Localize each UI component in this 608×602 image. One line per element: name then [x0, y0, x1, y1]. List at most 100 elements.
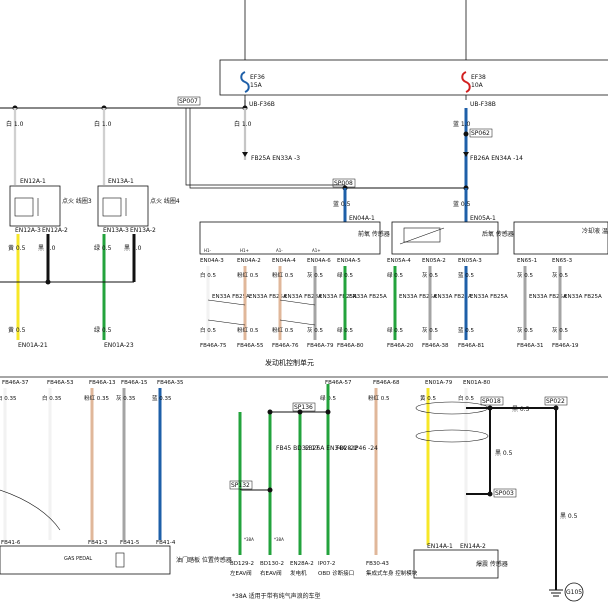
sensor-pin-4: EN04A-6	[307, 258, 331, 264]
wire-spec-blue05-a: 蓝 0.5	[333, 200, 351, 208]
ecu-top-code-9: EN33A FB25A	[529, 294, 567, 300]
wire-spec-y05-b: 黄 0.5	[8, 326, 26, 334]
twist-mark-1-0	[279, 299, 316, 306]
ecu-top-wire-spec-b-3: 粉红 0.5	[272, 326, 294, 334]
svg-text:A1-: A1-	[276, 248, 283, 253]
sensor-front-top-pin: EN04A-1	[349, 215, 375, 222]
ecu-top-wire-spec-6: 绿 0.5	[387, 271, 403, 279]
wire-spec-b10-b: 黑 1.0	[124, 245, 142, 252]
ignition-coil-3: 白 1.0 EN12A-1 点火 线圈3 EN12A-3 EN12A-2 黄 0…	[6, 108, 92, 349]
ecu-top-wire-spec-b-10: 灰 0.5	[552, 326, 568, 334]
splice-sp003: SP003	[495, 490, 514, 497]
splice-sp132: SP132	[231, 482, 250, 489]
coolant-temp-sensor-3: 冷却液 温度 传感器3	[513, 221, 608, 255]
ecu-bottom-spec-7: 粉红 0.5	[368, 394, 390, 402]
ecu-top-wire-spec-1: 白 0.5	[200, 271, 216, 279]
wire-spec-b10-a: 黑 1.0	[38, 245, 56, 252]
splice-sp022: SP022	[546, 398, 565, 405]
ecu-top-code-7: EN33A FB25A	[434, 294, 472, 300]
ground-g105: G105	[566, 589, 582, 596]
fuse-ef38-symbol	[461, 71, 471, 93]
ecu-top-wire-spec-3: 粉红 0.5	[272, 271, 294, 279]
splice-sp008: SP008	[334, 180, 353, 187]
device-name-4: OBD 诊断接口	[318, 569, 354, 577]
sensor-pin-9: EN65-1	[517, 258, 537, 264]
fuse-box: EF36 15A EF38 10A UB-F36B UB-F38B	[219, 0, 608, 108]
ecu-bottom-pin-5: FB46A-35	[157, 380, 184, 386]
wire-spec-w10-b: 白 1.0	[6, 120, 24, 128]
ecu-top-code-8: EN33A FB25A	[470, 294, 508, 300]
ecu-top-pin-8: FB46A-81	[458, 343, 485, 349]
ecu-bottom-pin-4: FB46A-15	[121, 380, 148, 386]
twist-mark-0-0	[207, 299, 246, 306]
ecu-top-pin-7: FB46A-38	[422, 343, 449, 349]
ecu-top-pin-9: FB46A-31	[517, 343, 544, 349]
ecu-top-wire-spec-9: 灰 0.5	[517, 271, 533, 279]
coil4-bottom-pin: EN01A-23	[104, 342, 134, 349]
ignition-coil-4: 白 1.0 EN13A-1 点火 线圈4 EN13A-3 EN13A-2 绿 0…	[94, 108, 180, 349]
ecu-top-wire-spec-4: 灰 0.5	[307, 271, 323, 279]
fuse-ef36-id: EF36	[250, 74, 265, 81]
coil3-pin-a: EN12A-3	[15, 227, 41, 234]
fuse-ef36-symbol	[240, 71, 250, 93]
ecu-bottom-pin-9: EN01A-80	[463, 380, 491, 386]
ecu-top-wire-spec-b-8: 蓝 0.5	[458, 326, 474, 334]
ecu-bottom-spec-2: 白 0.35	[42, 394, 62, 402]
ecu-top-code-3: EN33A FB28A	[284, 294, 322, 300]
ecu-top-wire-spec-b-4: 灰 0.5	[307, 326, 323, 334]
svg-text:H1-: H1-	[204, 248, 212, 253]
ecu-bottom-pin-6: FB46A-57	[325, 380, 352, 386]
splice-code-fb28: FB28 IP46 -24	[336, 445, 378, 452]
device-name-2: 右EAV阀	[260, 569, 282, 577]
ecu-bottom-pin-3: FB46A-13	[89, 380, 116, 386]
ecu-top-wire-spec-10: 灰 0.5	[552, 271, 568, 279]
ecu-top-code-5: EN33A FB25A	[349, 294, 387, 300]
rear-o2-sensor: 后氧 传感器	[391, 221, 514, 255]
wire-spec-b05-c: 黑 0.5	[560, 513, 578, 520]
ecu-top-wire-spec-7: 灰 0.5	[422, 271, 438, 279]
ecu-top-wire-spec-5: 绿 0.5	[337, 271, 353, 279]
ecu-top-wire-spec-b-9: 灰 0.5	[517, 326, 533, 334]
ecu-top-code-10: EN33A FB25A	[564, 294, 602, 300]
rear-o2-name: 后氧 传感器	[482, 230, 514, 238]
ecu-top-wire-spec-b-1: 白 0.5	[200, 326, 216, 334]
wire-spec-g05-b: 绿 0.5	[94, 326, 112, 334]
ecu-top-wire-spec-b-5: 绿 0.5	[337, 326, 353, 334]
ecu-top-wire-spec-2: 粉红 0.5	[237, 271, 259, 279]
svg-text:*38A: *38A	[244, 537, 254, 542]
ecu-top-pin-10: FB46A-19	[552, 343, 579, 349]
ecu-bottom-pin-2: FB46A-53	[47, 380, 74, 386]
sensor-rear-top-pin: EN05A-1	[470, 215, 496, 222]
svg-text:*38A: *38A	[274, 537, 284, 542]
sensor-pin-8: EN05A-3	[458, 258, 482, 264]
device-pin-5: FB30-43	[366, 561, 389, 567]
splice-sp007: SP007	[179, 98, 198, 105]
splice-sp018: SP018	[482, 398, 501, 405]
wire-spec-g05-a: 绿 0.5	[94, 244, 112, 252]
pedal-pin-3: FB41-5	[120, 540, 140, 546]
wire-spec-b05-b: 黑 0.5	[495, 450, 513, 457]
ecu-top-pin-3: FB46A-76	[272, 343, 299, 349]
svg-text:A1+: A1+	[312, 248, 321, 253]
wire-spec-b05-a: 黑 0.5	[512, 406, 530, 413]
wire-spec-w10-c: 白 1.0	[94, 120, 112, 128]
ecu-top-code-2: EN33A FB25A	[249, 294, 287, 300]
ecu-top-pin-6: FB46A-20	[387, 343, 414, 349]
fuse-ef38-output: UB-F38B	[470, 101, 496, 108]
coil4-name: 点火 线圈4	[150, 197, 180, 205]
device-pin-4: IP07-2	[318, 561, 335, 567]
ecu-top-wire-spec-b-6: 绿 0.5	[387, 326, 403, 334]
fuse-ef38-id: EF38	[471, 74, 486, 81]
coil3-top-pin: EN12A-1	[20, 178, 46, 185]
twist-mark-0-1	[207, 319, 246, 326]
ecu-bottom-spec-4: 灰 0.35	[116, 394, 136, 402]
ecu-top-pin-4: FB46A-79	[307, 343, 334, 349]
coil4-pin-a: EN13A-3	[103, 227, 129, 234]
conn-top-fb26a: FB26A EN34A -14	[470, 155, 523, 162]
splice-code-fb45: FB45 BD32 17	[276, 445, 319, 452]
ecu-top-wire-spec-b-2: 粉红 0.5	[237, 326, 259, 334]
coil4-top-pin: EN13A-1	[108, 178, 134, 185]
ecu-top-code-6: EN33A FB25A	[399, 294, 437, 300]
ecu-bottom-pin-8: EN01A-79	[425, 380, 453, 386]
